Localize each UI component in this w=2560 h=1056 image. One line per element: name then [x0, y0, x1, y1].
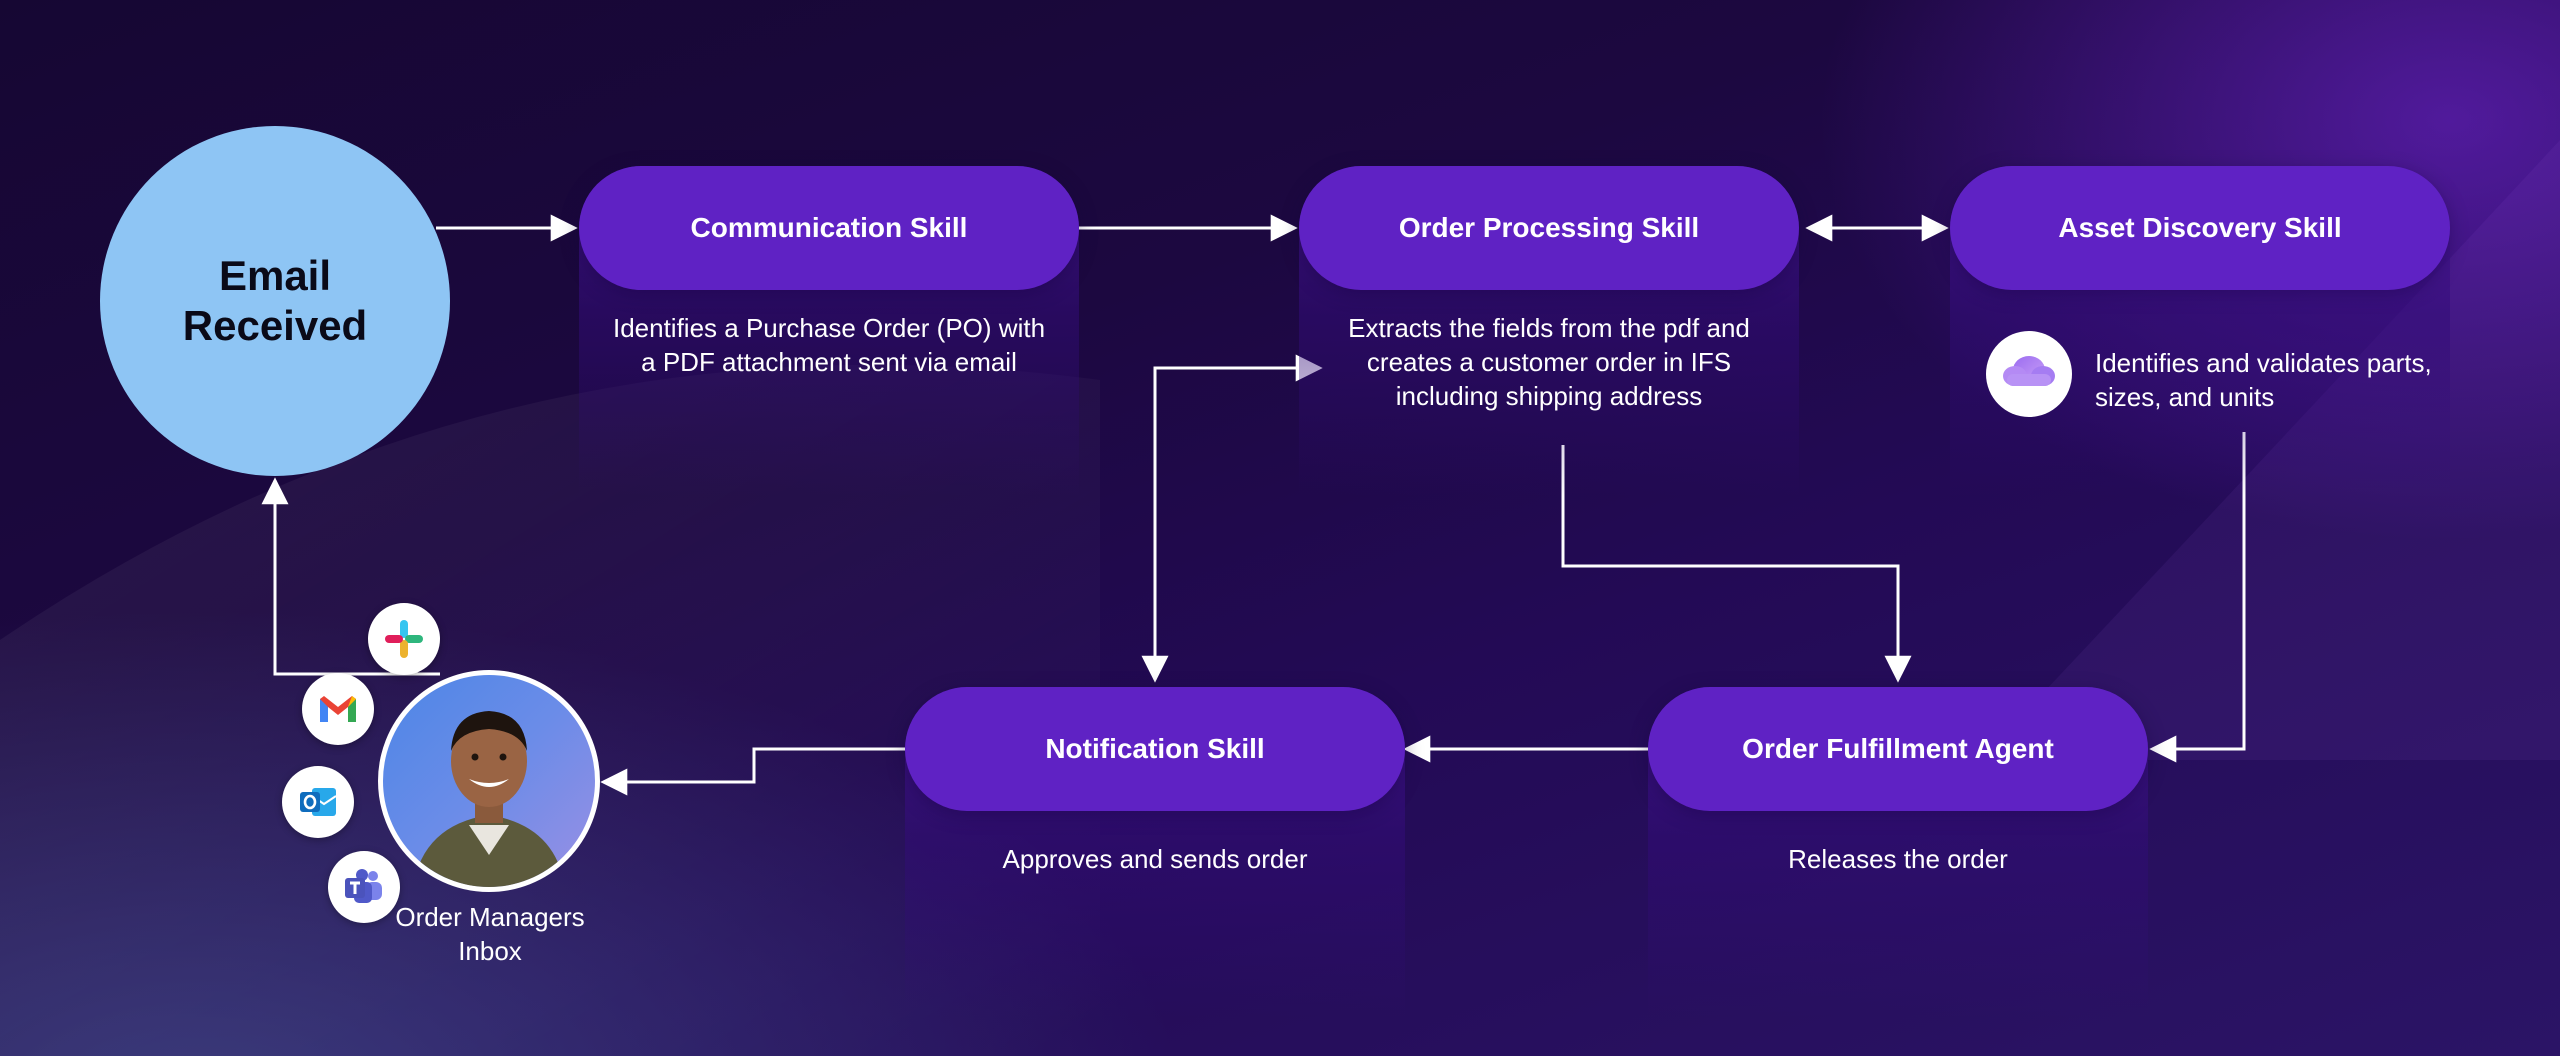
communication-skill-title: Communication Skill	[579, 166, 1079, 290]
notification-skill-description: Approves and sends order	[1002, 844, 1308, 874]
order-fulfillment-agent-title: Order Fulfillment Agent	[1648, 687, 2148, 811]
ifs-cloud-logo	[1986, 331, 2072, 417]
communication-skill-card: Communication Skill Identifies a Purchas…	[579, 166, 1079, 496]
order-fulfillment-agent-card: Order Fulfillment Agent Releases the ord…	[1648, 687, 2148, 1017]
email-received-label: Email Received	[182, 252, 368, 349]
communication-skill-description: Identifies a Purchase Order (PO) with a …	[612, 313, 1046, 377]
order-processing-skill-card: Order Processing Skill Extracts the fiel…	[1299, 166, 1799, 496]
order-manager-avatar	[378, 670, 600, 892]
notification-skill-card: Notification Skill Approves and sends or…	[905, 687, 1405, 1017]
order-processing-skill-description: Extracts the fields from the pdf and cre…	[1348, 313, 1750, 411]
arrow-asset-to-fulfillment	[2149, 432, 2246, 763]
arrow-notification-processing-bidirectional	[1141, 354, 1323, 683]
notification-skill-title: Notification Skill	[905, 687, 1405, 811]
asset-discovery-skill-title: Asset Discovery Skill	[1950, 166, 2450, 290]
order-managers-inbox-label: Order Managers Inbox	[395, 902, 585, 966]
teams-icon	[328, 851, 400, 923]
email-received-node: Email Received	[100, 126, 450, 476]
outlook-icon	[282, 766, 354, 838]
gmail-icon	[302, 673, 374, 745]
order-fulfillment-agent-description: Releases the order	[1788, 844, 2008, 874]
arrow-processing-to-fulfillment	[1561, 445, 1912, 683]
order-processing-skill-title: Order Processing Skill	[1299, 166, 1799, 290]
slack-icon	[368, 603, 440, 675]
arrow-notification-to-inbox	[600, 747, 905, 796]
asset-discovery-skill-description: Identifies and validates parts, sizes, a…	[2095, 348, 2432, 412]
asset-discovery-skill-card: Asset Discovery Skill Identifies and val…	[1950, 166, 2450, 496]
arrow-inbox-to-email	[261, 477, 440, 676]
